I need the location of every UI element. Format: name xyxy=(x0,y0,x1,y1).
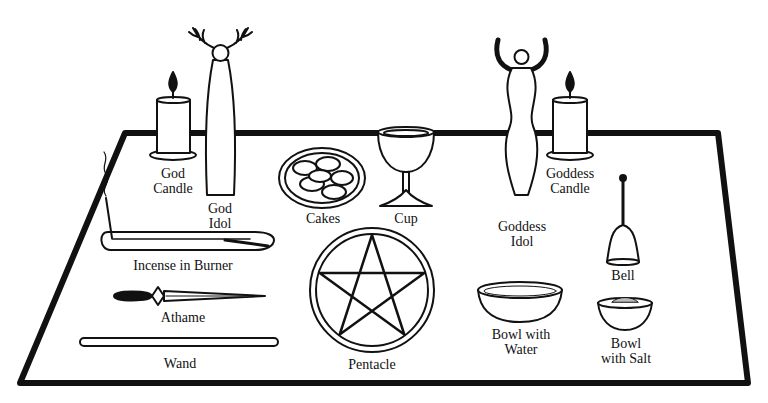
item-label: Cup xyxy=(386,211,426,226)
wand xyxy=(80,338,278,346)
item-label: Goddess Idol xyxy=(491,219,553,250)
item-label: Goddess Candle xyxy=(542,166,598,197)
water-bowl xyxy=(478,282,562,322)
item-label: Cakes xyxy=(288,211,358,226)
bell xyxy=(607,175,639,265)
item-label: Bell xyxy=(603,268,643,283)
item-label: Athame xyxy=(133,310,233,325)
goddess-candle xyxy=(547,72,593,160)
item-label: Bowl with Salt xyxy=(599,336,653,367)
incense-burner xyxy=(101,152,274,250)
athame xyxy=(114,287,265,305)
god-idol xyxy=(189,28,252,195)
item-label: Incense in Burner xyxy=(98,258,268,273)
salt-bowl xyxy=(598,298,652,331)
pentacle xyxy=(310,228,434,352)
item-label: God Candle xyxy=(149,166,197,197)
item-label: Wand xyxy=(130,356,230,371)
chalice xyxy=(378,127,434,206)
item-label: Bowl with Water xyxy=(489,327,553,358)
god-candle xyxy=(150,72,196,160)
altar-outline xyxy=(20,133,748,383)
cakes-plate xyxy=(279,148,365,208)
goddess-idol xyxy=(497,40,546,195)
item-label: Pentacle xyxy=(322,357,422,372)
item-label: God Idol xyxy=(200,201,240,232)
